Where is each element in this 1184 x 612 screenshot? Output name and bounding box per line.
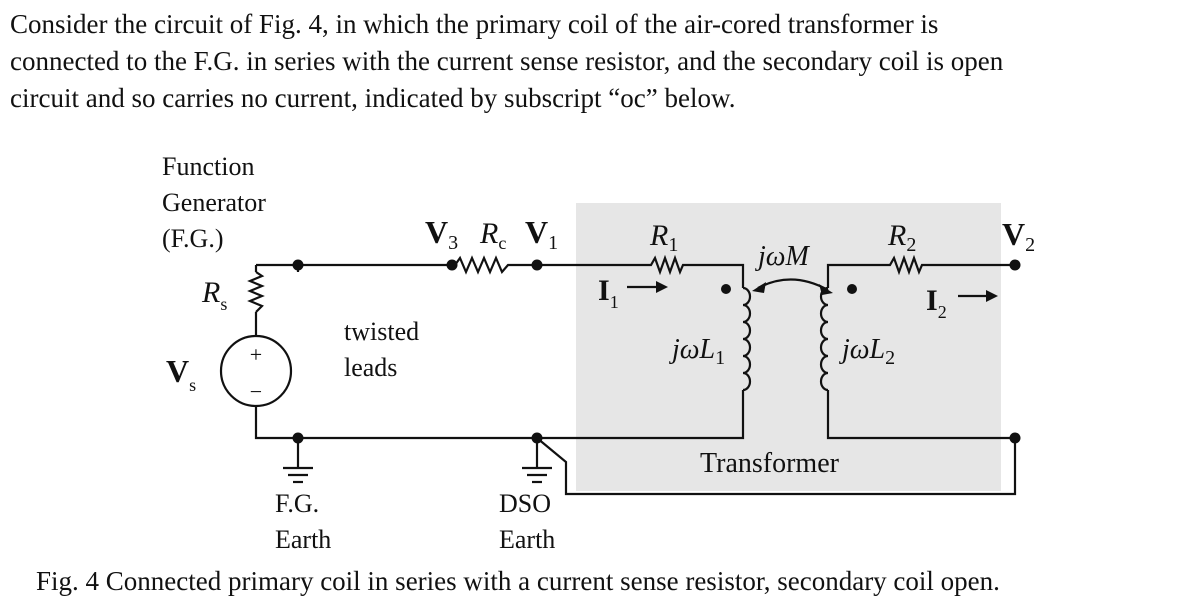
terminal-nodes — [292, 259, 1021, 444]
transformer-box — [576, 203, 1001, 491]
node-v1 — [531, 259, 543, 271]
node-dso-bottom — [531, 432, 543, 444]
fg-label: Function Generator (F.G.) — [162, 152, 272, 253]
intro-line: connected to the F.G. in series with the… — [10, 46, 1004, 76]
vs-label: Vs — [166, 353, 196, 395]
dso-earth-label: DSO Earth — [499, 489, 558, 554]
jwm-label: jωM — [755, 241, 811, 272]
mutual-arrowhead-right-icon — [819, 284, 833, 295]
dso-earth-symbol — [522, 466, 552, 484]
rs-label: Rs — [201, 276, 227, 314]
node-fg-top — [292, 259, 304, 271]
v3-label: V3 — [425, 214, 458, 254]
intro-line: circuit and so carries no current, indic… — [10, 83, 736, 113]
figure-caption: Fig. 4 Connected primary coil in series … — [36, 566, 1000, 596]
rs-resistor — [247, 271, 265, 313]
node-fg-bottom — [292, 432, 304, 444]
fg-earth-symbol — [283, 466, 313, 484]
primary-dot — [721, 284, 731, 294]
rc-label: Rc — [479, 217, 506, 253]
secondary-dot — [847, 284, 857, 294]
intro-paragraph: Consider the circuit of Fig. 4, in which… — [10, 6, 1176, 117]
r2-resistor — [886, 254, 926, 276]
mutual-arrowhead-left-icon — [752, 282, 766, 293]
source-plus-sign: + — [250, 342, 262, 367]
v1-label: V1 — [525, 214, 558, 254]
primary-coil — [742, 286, 752, 392]
node-sec-bottom — [1009, 432, 1021, 444]
node-v3 — [446, 259, 458, 271]
jwl1-label: jωL1 — [669, 334, 725, 369]
secondary-coil — [819, 286, 829, 392]
i1-label: I1 — [598, 274, 619, 312]
i1-arrowhead-icon — [656, 281, 668, 293]
intro-line: Consider the circuit of Fig. 4, in which… — [10, 9, 939, 39]
node-v2 — [1009, 259, 1021, 271]
jwl2-label: jωL2 — [839, 334, 895, 369]
i2-arrowhead-icon — [986, 290, 998, 302]
transformer-label: Transformer — [700, 448, 840, 479]
fg-earth-label: F.G. Earth — [275, 489, 331, 554]
rc-resistor — [445, 255, 537, 275]
r1-resistor — [647, 254, 686, 276]
source-minus-sign: − — [250, 379, 262, 404]
voltage-source — [219, 334, 293, 408]
wires — [254, 263, 1017, 496]
r2-label: R2 — [887, 219, 916, 256]
v2-label: V2 — [1002, 216, 1035, 256]
r1-label: R1 — [649, 219, 678, 256]
i2-label: I2 — [926, 284, 947, 322]
twisted-leads-label: twisted leads — [344, 317, 426, 382]
